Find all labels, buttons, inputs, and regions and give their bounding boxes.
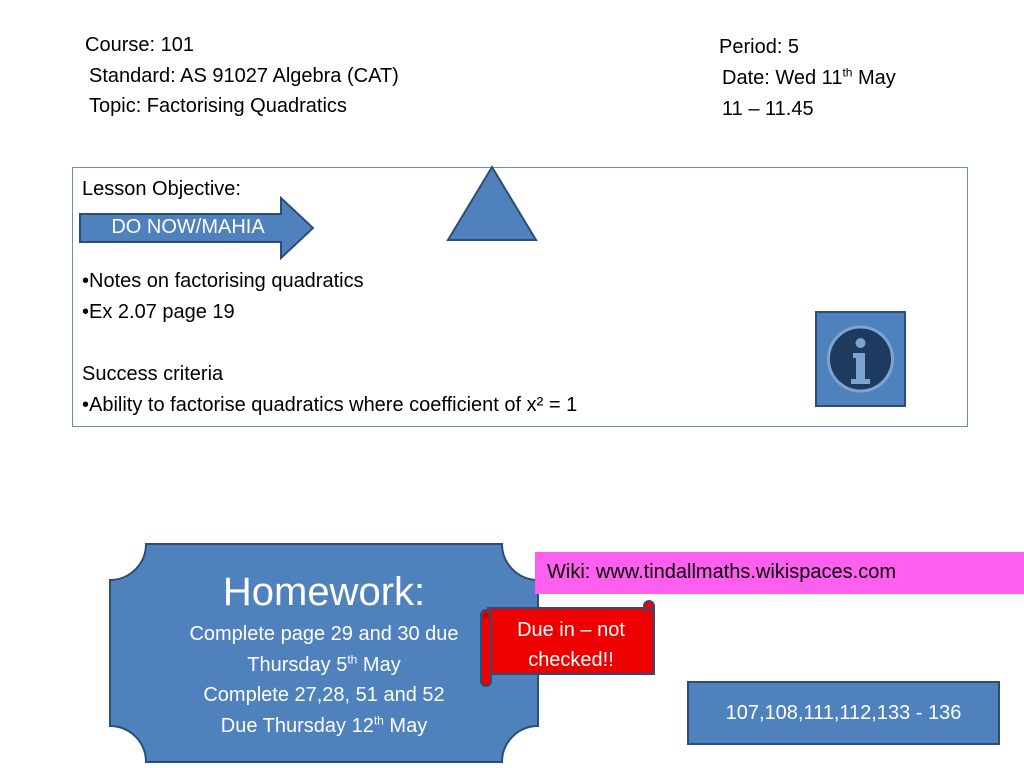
- standard-label: Standard: AS 91027 Algebra (CAT): [89, 65, 399, 87]
- due-note-line-2: checked!!: [528, 649, 614, 671]
- pages-box: 107,108,111,112,133 - 136: [687, 681, 1000, 745]
- period-label: Period: 5: [719, 36, 800, 58]
- date-prefix: Date: Wed 11: [722, 67, 843, 89]
- homework-title: Homework:: [222, 570, 426, 614]
- time-label: 11 – 11.45: [722, 98, 814, 120]
- homework-line-4-prefix: Due Thursday 12: [220, 715, 374, 737]
- homework-line-1: Complete page 29 and 30 due: [189, 623, 459, 645]
- date-suffix: May: [852, 67, 896, 89]
- homework-line-4: Due Thursday 12th May: [108, 714, 540, 738]
- homework-line-2: Thursday 5th May: [108, 653, 540, 677]
- lesson-bullet-1: •Notes on factorising quadratics: [82, 270, 364, 292]
- homework-line-3: Complete 27,28, 51 and 52: [203, 684, 445, 706]
- homework-line-4-sup: th: [373, 713, 384, 728]
- date-label: Date: Wed 11th May: [722, 66, 896, 90]
- due-note-line-1: Due in – not: [517, 619, 625, 641]
- topic-label: Topic: Factorising Quadratics: [89, 95, 347, 117]
- success-heading: Success criteria: [82, 363, 224, 385]
- homework-line-2-sup: th: [347, 652, 358, 667]
- donow-arrow-shape[interactable]: [79, 196, 315, 260]
- homework-line-2-suffix: May: [357, 654, 401, 676]
- homework-plaque: [109, 543, 539, 763]
- homework-line-4-suffix: May: [383, 715, 428, 737]
- info-icon[interactable]: [815, 311, 906, 407]
- donow-label: DO NOW/MAHIA: [111, 216, 265, 238]
- objective-heading: Lesson Objective:: [82, 178, 241, 200]
- homework-line-2-prefix: Thursday 5: [247, 654, 348, 676]
- due-note-scroll: [480, 600, 655, 687]
- lesson-objective-box: [72, 167, 968, 427]
- lesson-bullet-2: •Ex 2.07 page 19: [82, 301, 235, 323]
- triangle-icon[interactable]: [446, 165, 538, 243]
- date-sup: th: [842, 65, 853, 80]
- course-label: Course: 101: [85, 34, 194, 56]
- wiki-banner[interactable]: Wiki: www.tindallmaths.wikispaces.com: [535, 552, 1024, 594]
- success-bullet-1: •Ability to factorise quadratics where c…: [82, 394, 578, 416]
